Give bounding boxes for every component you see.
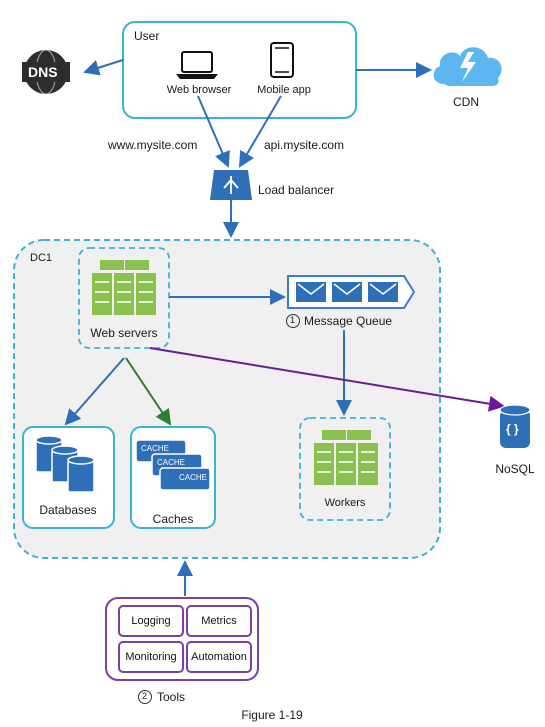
tools-number: 2 xyxy=(142,691,148,701)
message-queue-label: Message Queue xyxy=(304,314,393,328)
workers-label: Workers xyxy=(324,497,366,509)
mobile-icon xyxy=(270,42,294,78)
load-balancer-icon xyxy=(210,170,252,200)
workers-icon xyxy=(314,430,378,485)
tools-number-badge xyxy=(138,690,152,704)
tool-monitoring: Monitoring xyxy=(118,641,184,673)
figure-caption: Figure 1-19 xyxy=(241,708,303,722)
tool-metrics: Metrics xyxy=(186,605,252,637)
cdn-cloud-icon xyxy=(433,47,502,86)
queue-number-badge xyxy=(286,314,300,328)
message-queue-icon xyxy=(287,275,416,309)
dns-label: DNS xyxy=(28,64,58,80)
api-domain-label: api.mysite.com xyxy=(264,138,345,152)
laptop-icon xyxy=(176,51,218,79)
tools-label: Tools xyxy=(157,690,186,704)
databases-label: Databases xyxy=(39,503,97,517)
web-servers-icon xyxy=(92,260,156,315)
dc1-label: DC1 xyxy=(30,252,53,264)
tool-logging: Logging xyxy=(118,605,184,637)
nosql-glyph: { } xyxy=(506,422,519,436)
load-balancer-label: Load balancer xyxy=(258,183,335,197)
dns-globe-icon xyxy=(22,49,70,95)
www-domain-label: www.mysite.com xyxy=(108,138,198,152)
cdn-label: CDN xyxy=(453,95,479,109)
cache-text-2: CACHE xyxy=(157,458,186,467)
nosql-icon xyxy=(499,404,531,448)
queue-number: 1 xyxy=(290,315,296,325)
cache-text-3: CACHE xyxy=(179,473,208,482)
user-title: User xyxy=(134,29,160,43)
mobile-app-label: Mobile app xyxy=(257,84,311,96)
cache-icon xyxy=(135,439,211,491)
database-icon xyxy=(35,435,95,493)
workers-box xyxy=(299,417,391,521)
web-servers-label: Web servers xyxy=(90,326,158,340)
cache-text-1: CACHE xyxy=(141,444,170,453)
caches-label: Caches xyxy=(152,512,194,526)
nosql-label: NoSQL xyxy=(495,462,535,476)
tool-automation: Automation xyxy=(186,641,252,673)
web-browser-label: Web browser xyxy=(166,84,232,96)
